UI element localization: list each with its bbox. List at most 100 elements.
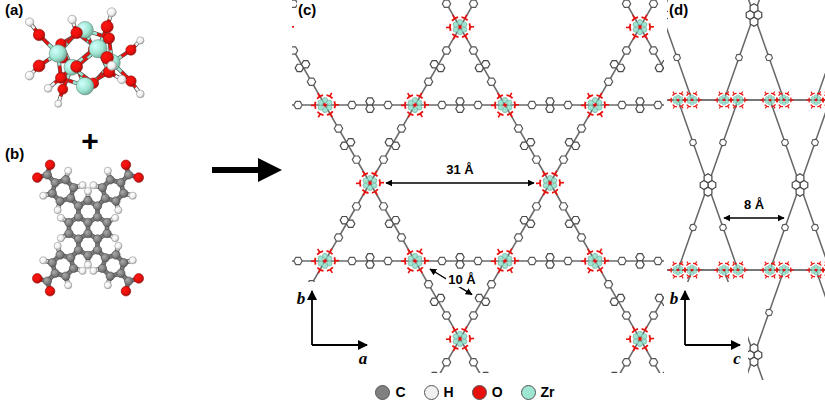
oxygen-bond xyxy=(673,92,674,94)
carbon-atom xyxy=(101,194,109,202)
dimension-label: 8 Å xyxy=(742,198,766,212)
hydrogen-atom xyxy=(90,182,97,189)
hydrogen-atom xyxy=(129,192,136,199)
oxygen-bond xyxy=(681,261,682,263)
hydrogen-atom xyxy=(84,261,91,268)
carbon-atom xyxy=(84,196,92,204)
zr-node xyxy=(626,327,654,352)
oxygen-bond xyxy=(718,274,723,277)
phenyl-ring xyxy=(384,101,392,108)
oxygen-bond xyxy=(764,262,769,266)
phenyl-ring xyxy=(736,54,743,61)
oxygen-atom xyxy=(815,99,818,102)
zirconium-atom xyxy=(779,270,783,274)
oxygen-bond xyxy=(819,91,820,93)
zr-node xyxy=(581,93,609,118)
carbon-atom xyxy=(51,269,59,277)
oxygen-bond xyxy=(693,262,698,265)
oxygen-bond xyxy=(420,93,422,97)
zr-node xyxy=(668,91,688,108)
zirconium-atom xyxy=(49,45,67,63)
linker-bond xyxy=(505,105,550,183)
zirconium-atom xyxy=(725,266,729,270)
oxygen-bond xyxy=(764,104,769,107)
oxygen-bond xyxy=(741,91,742,93)
oxygen-bond xyxy=(318,114,320,118)
reaction-arrow xyxy=(212,158,282,182)
phenyl-ring xyxy=(348,257,356,264)
oxygen-bond xyxy=(498,114,500,118)
zirconium-atom xyxy=(642,22,647,27)
oxygen-bond xyxy=(465,15,467,19)
phenyl-ring xyxy=(424,78,432,85)
zr-node xyxy=(806,261,825,278)
carbon-atom xyxy=(66,194,74,202)
zirconium-atom xyxy=(633,339,638,344)
oxygen-bond xyxy=(788,276,789,278)
oxygen-bond xyxy=(718,262,723,266)
oxygen-bond xyxy=(510,114,512,117)
zr-node xyxy=(311,249,339,274)
oxygen-bond xyxy=(491,260,495,262)
dimension-arrow xyxy=(386,182,534,183)
linker-bond xyxy=(415,339,460,373)
zr-node xyxy=(728,261,748,278)
phenyl-ring xyxy=(528,101,536,108)
oxygen-bond xyxy=(650,338,654,340)
zirconium-atom xyxy=(673,100,677,104)
oxygen-bond xyxy=(817,262,822,265)
oxygen-bond xyxy=(311,260,315,262)
carbon-atom xyxy=(98,264,106,272)
zr6-cluster xyxy=(25,8,144,108)
oxygen-bond xyxy=(739,104,744,108)
hydrogen-atom xyxy=(104,282,111,289)
carbon-atom xyxy=(93,213,101,221)
oxygen-bond xyxy=(686,262,691,266)
carbon-atom xyxy=(117,269,125,277)
axis-label: b xyxy=(669,290,680,309)
zirconium-atom xyxy=(462,22,467,27)
axis-arrow xyxy=(311,291,313,345)
zirconium-atom xyxy=(597,100,602,105)
oxygen-bond xyxy=(771,274,776,278)
zr-node xyxy=(682,261,702,278)
oxygen-bond xyxy=(318,249,320,252)
oxygen-bond xyxy=(728,276,729,278)
phenyl-ring xyxy=(618,101,626,108)
linker-bond xyxy=(667,15,692,100)
oxygen-atom xyxy=(638,25,642,29)
oxygen-atom xyxy=(101,21,113,33)
oxygen-atom xyxy=(737,99,740,102)
oxygen-bond xyxy=(588,93,590,96)
zirconium-atom xyxy=(765,270,769,274)
pyrene-ring xyxy=(704,174,712,183)
linker-bond xyxy=(292,0,325,27)
plus-sign: + xyxy=(81,124,99,157)
oxygen-bond xyxy=(732,262,737,266)
oxygen-bond xyxy=(555,171,557,175)
pyrene-ring xyxy=(636,261,644,268)
phenyl-ring xyxy=(559,156,567,163)
phenyl-ring xyxy=(487,281,495,288)
zr-node xyxy=(626,15,654,40)
linker-bond xyxy=(460,339,505,373)
pyrene-ring xyxy=(750,4,758,13)
hydrogen-atom xyxy=(112,214,119,221)
oxygen-bond xyxy=(699,269,702,270)
oxygen-bond xyxy=(633,348,635,352)
pyrene-ring xyxy=(366,254,374,261)
phenyl-ring xyxy=(766,309,773,316)
dimension-arrow xyxy=(724,217,784,218)
zr-node xyxy=(292,15,294,40)
hydrogen-atom xyxy=(57,235,64,242)
linker-bond xyxy=(550,183,595,261)
oxygen-bond xyxy=(600,249,602,253)
oxygen-bond xyxy=(810,262,815,266)
phenyl-ring xyxy=(424,281,432,288)
oxygen-bond xyxy=(605,104,609,106)
oxygen-bond xyxy=(824,104,825,107)
phenyl-ring xyxy=(674,54,681,61)
zr-node xyxy=(774,91,794,108)
